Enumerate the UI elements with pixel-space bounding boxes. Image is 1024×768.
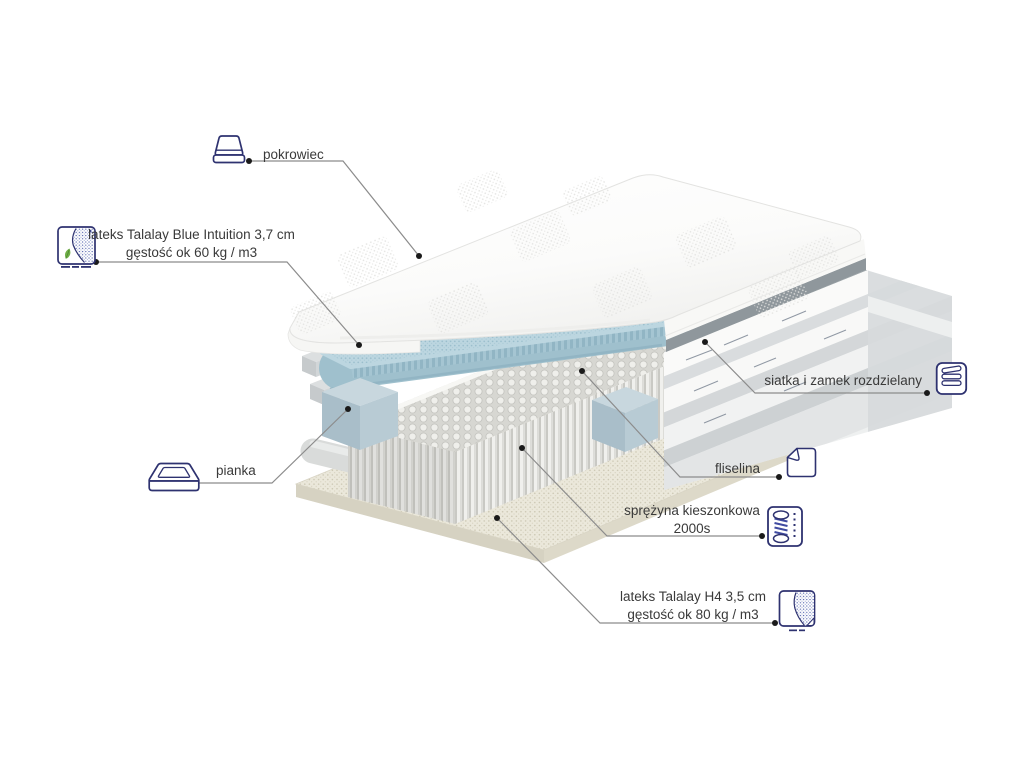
leader-lateks-h4 [496, 517, 775, 624]
label-sprezyna-line1: sprężyna kieszonkowa [624, 503, 760, 518]
latex-layer-leaf-icon [56, 225, 97, 270]
mattress-cover-icon [208, 133, 250, 166]
pocket-spring-icon [766, 505, 804, 548]
leader-pianka [190, 408, 349, 484]
quilt-pattern [290, 170, 840, 334]
label-fliselina-text: fliselina [715, 461, 761, 476]
leader-pokrowiec [249, 160, 420, 257]
label-lateks-blue-line1: lateks Talalay Blue Intuition 3,7 cm [88, 227, 295, 242]
label-fliselina: fliselina [715, 460, 760, 478]
label-pokrowiec: pokrowiec [263, 146, 324, 164]
leader-lines [96, 160, 927, 624]
leader-lateks-blue [96, 261, 360, 346]
label-lateks-blue: lateks Talalay Blue Intuition 3,7 cm gęs… [86, 226, 297, 262]
label-sprezyna: sprężyna kieszonkowa 2000s [607, 502, 777, 538]
mattress-cover [287, 170, 862, 355]
label-lateks-blue-line2: gęstość ok 60 kg / m3 [125, 245, 258, 260]
foam-block-left [322, 378, 398, 450]
foam-frame-icon [146, 461, 202, 493]
leader-fliselina [581, 370, 779, 478]
leader-sprezyna [521, 447, 762, 537]
leader-siatka [704, 341, 927, 394]
label-pokrowiec-text: pokrowiec [263, 147, 324, 162]
folded-net-zipper-icon [935, 361, 968, 396]
label-pianka-text: pianka [216, 463, 256, 478]
latex-layer-icon [777, 589, 817, 633]
label-sprezyna-line2: 2000s [673, 521, 711, 536]
label-lateks-h4-line1: lateks Talalay H4 3,5 cm [619, 589, 767, 604]
label-lateks-h4: lateks Talalay H4 3,5 cm gęstość ok 80 k… [605, 588, 781, 624]
label-siatka: siatka i zamek rozdzielany [742, 372, 922, 390]
label-siatka-text: siatka i zamek rozdzielany [764, 373, 922, 388]
folded-sheet-icon [785, 446, 818, 479]
foam-block-right [592, 387, 658, 452]
label-lateks-h4-line2: gęstość ok 80 kg / m3 [627, 607, 759, 622]
label-pianka: pianka [216, 462, 256, 480]
